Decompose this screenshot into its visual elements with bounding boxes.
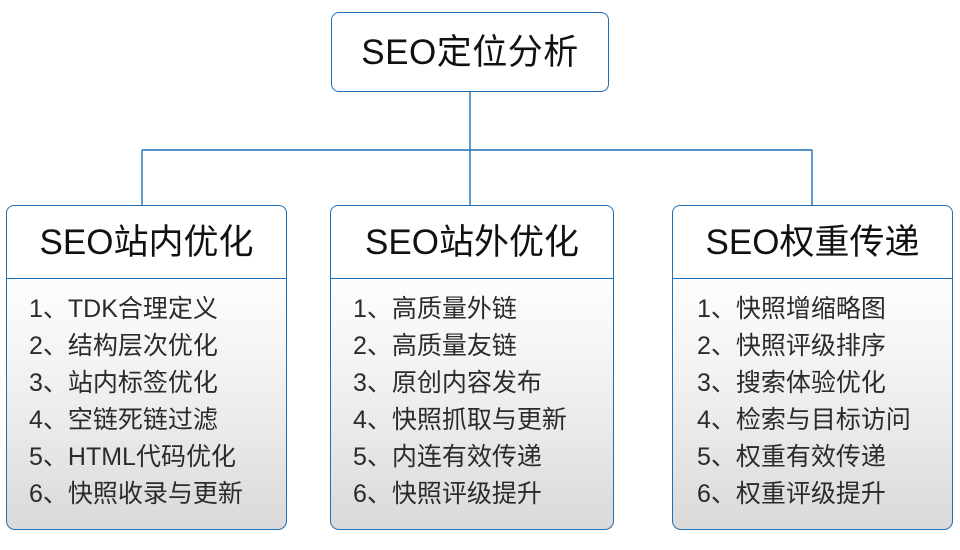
branch-3-title: SEO权重传递 [705,222,920,262]
list-item: 5、权重有效传递 [697,443,886,471]
branch-1-body: 1、TDK合理定义 2、结构层次优化 3、站内标签优化 4、空链死链过滤 5、H… [6,279,287,530]
list-item: 1、TDK合理定义 [29,295,218,323]
branch-2-header: SEO站外优化 [330,205,614,279]
list-item: 2、快照评级排序 [697,332,886,360]
list-item: 1、高质量外链 [353,295,517,323]
list-item: 4、快照抓取与更新 [353,406,567,434]
list-item: 5、内连有效传递 [353,443,542,471]
list-item: 1、快照增缩略图 [697,295,886,323]
list-item: 6、权重评级提升 [697,480,886,508]
root-node: SEO定位分析 [331,12,609,92]
list-item: 6、快照评级提升 [353,480,542,508]
list-item: 2、高质量友链 [353,332,517,360]
branch-2-body: 1、高质量外链 2、高质量友链 3、原创内容发布 4、快照抓取与更新 5、内连有… [330,279,614,530]
branch-column-1: SEO站内优化 1、TDK合理定义 2、结构层次优化 3、站内标签优化 4、空链… [6,205,287,530]
branch-column-3: SEO权重传递 1、快照增缩略图 2、快照评级排序 3、搜索体验优化 4、检索与… [672,205,953,530]
branch-column-2: SEO站外优化 1、高质量外链 2、高质量友链 3、原创内容发布 4、快照抓取与… [330,205,614,530]
branch-1-header: SEO站内优化 [6,205,287,279]
list-item: 5、HTML代码优化 [29,443,236,471]
list-item: 3、站内标签优化 [29,369,218,397]
list-item: 3、原创内容发布 [353,369,542,397]
branch-1-list: 1、TDK合理定义 2、结构层次优化 3、站内标签优化 4、空链死链过滤 5、H… [7,291,286,513]
list-item: 2、结构层次优化 [29,332,218,360]
branch-2-list: 1、高质量外链 2、高质量友链 3、原创内容发布 4、快照抓取与更新 5、内连有… [331,291,613,513]
list-item: 4、检索与目标访问 [697,406,911,434]
branch-1-title: SEO站内优化 [39,222,254,262]
branch-3-list: 1、快照增缩略图 2、快照评级排序 3、搜索体验优化 4、检索与目标访问 5、权… [673,291,952,513]
branch-3-header: SEO权重传递 [672,205,953,279]
list-item: 6、快照收录与更新 [29,480,243,508]
root-node-label: SEO定位分析 [361,32,579,72]
branch-3-body: 1、快照增缩略图 2、快照评级排序 3、搜索体验优化 4、检索与目标访问 5、权… [672,279,953,530]
branch-2-title: SEO站外优化 [365,222,579,262]
list-item: 3、搜索体验优化 [697,369,886,397]
list-item: 4、空链死链过滤 [29,406,218,434]
